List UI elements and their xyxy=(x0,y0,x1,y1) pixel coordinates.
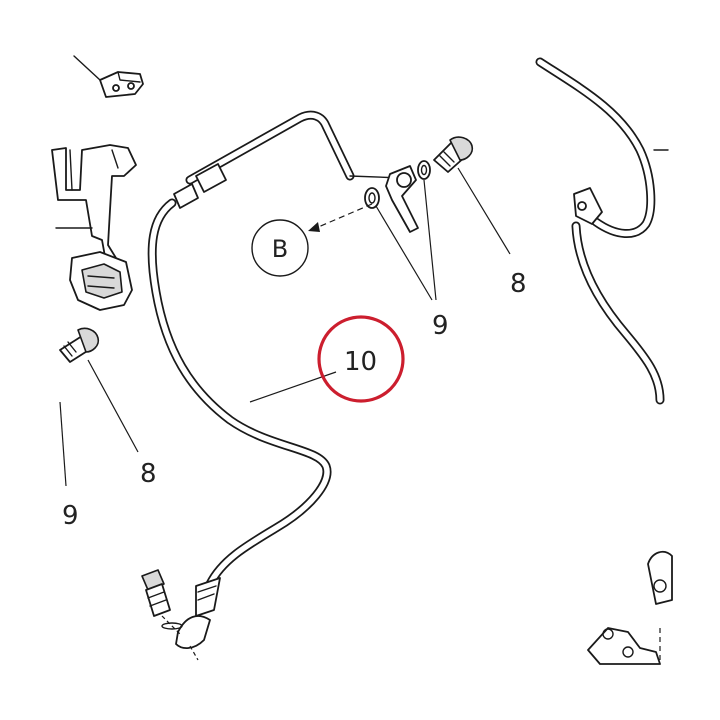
hose-10 xyxy=(147,110,403,649)
connector-housing xyxy=(51,144,137,311)
highlight-circle xyxy=(317,315,405,403)
leader-washer-left xyxy=(59,401,67,487)
leader-washer-right-a xyxy=(375,205,433,301)
callout-bolt-right: 8 xyxy=(510,269,527,299)
view-letter: B xyxy=(272,235,288,263)
banjo-fitting xyxy=(385,165,419,233)
view-reference-b: B xyxy=(251,203,373,277)
callout-washers-right: 9 xyxy=(432,311,449,341)
clip-bracket xyxy=(73,55,144,98)
callout-washer-left: 9 xyxy=(62,501,79,531)
right-bottom-component xyxy=(587,550,673,665)
washer-right-b xyxy=(417,160,431,180)
leader-bolt-left xyxy=(87,359,139,453)
leader-bolt-right xyxy=(457,167,511,255)
leader-washer-right-b xyxy=(423,179,437,301)
bolt-left xyxy=(59,327,100,363)
right-hose xyxy=(535,57,669,405)
bolt-right xyxy=(433,136,474,173)
callout-hose: 10 xyxy=(344,347,377,377)
callout-bolt-left: 8 xyxy=(140,459,157,489)
washer-right-a xyxy=(364,187,380,209)
hose-end-fitting xyxy=(141,569,199,661)
